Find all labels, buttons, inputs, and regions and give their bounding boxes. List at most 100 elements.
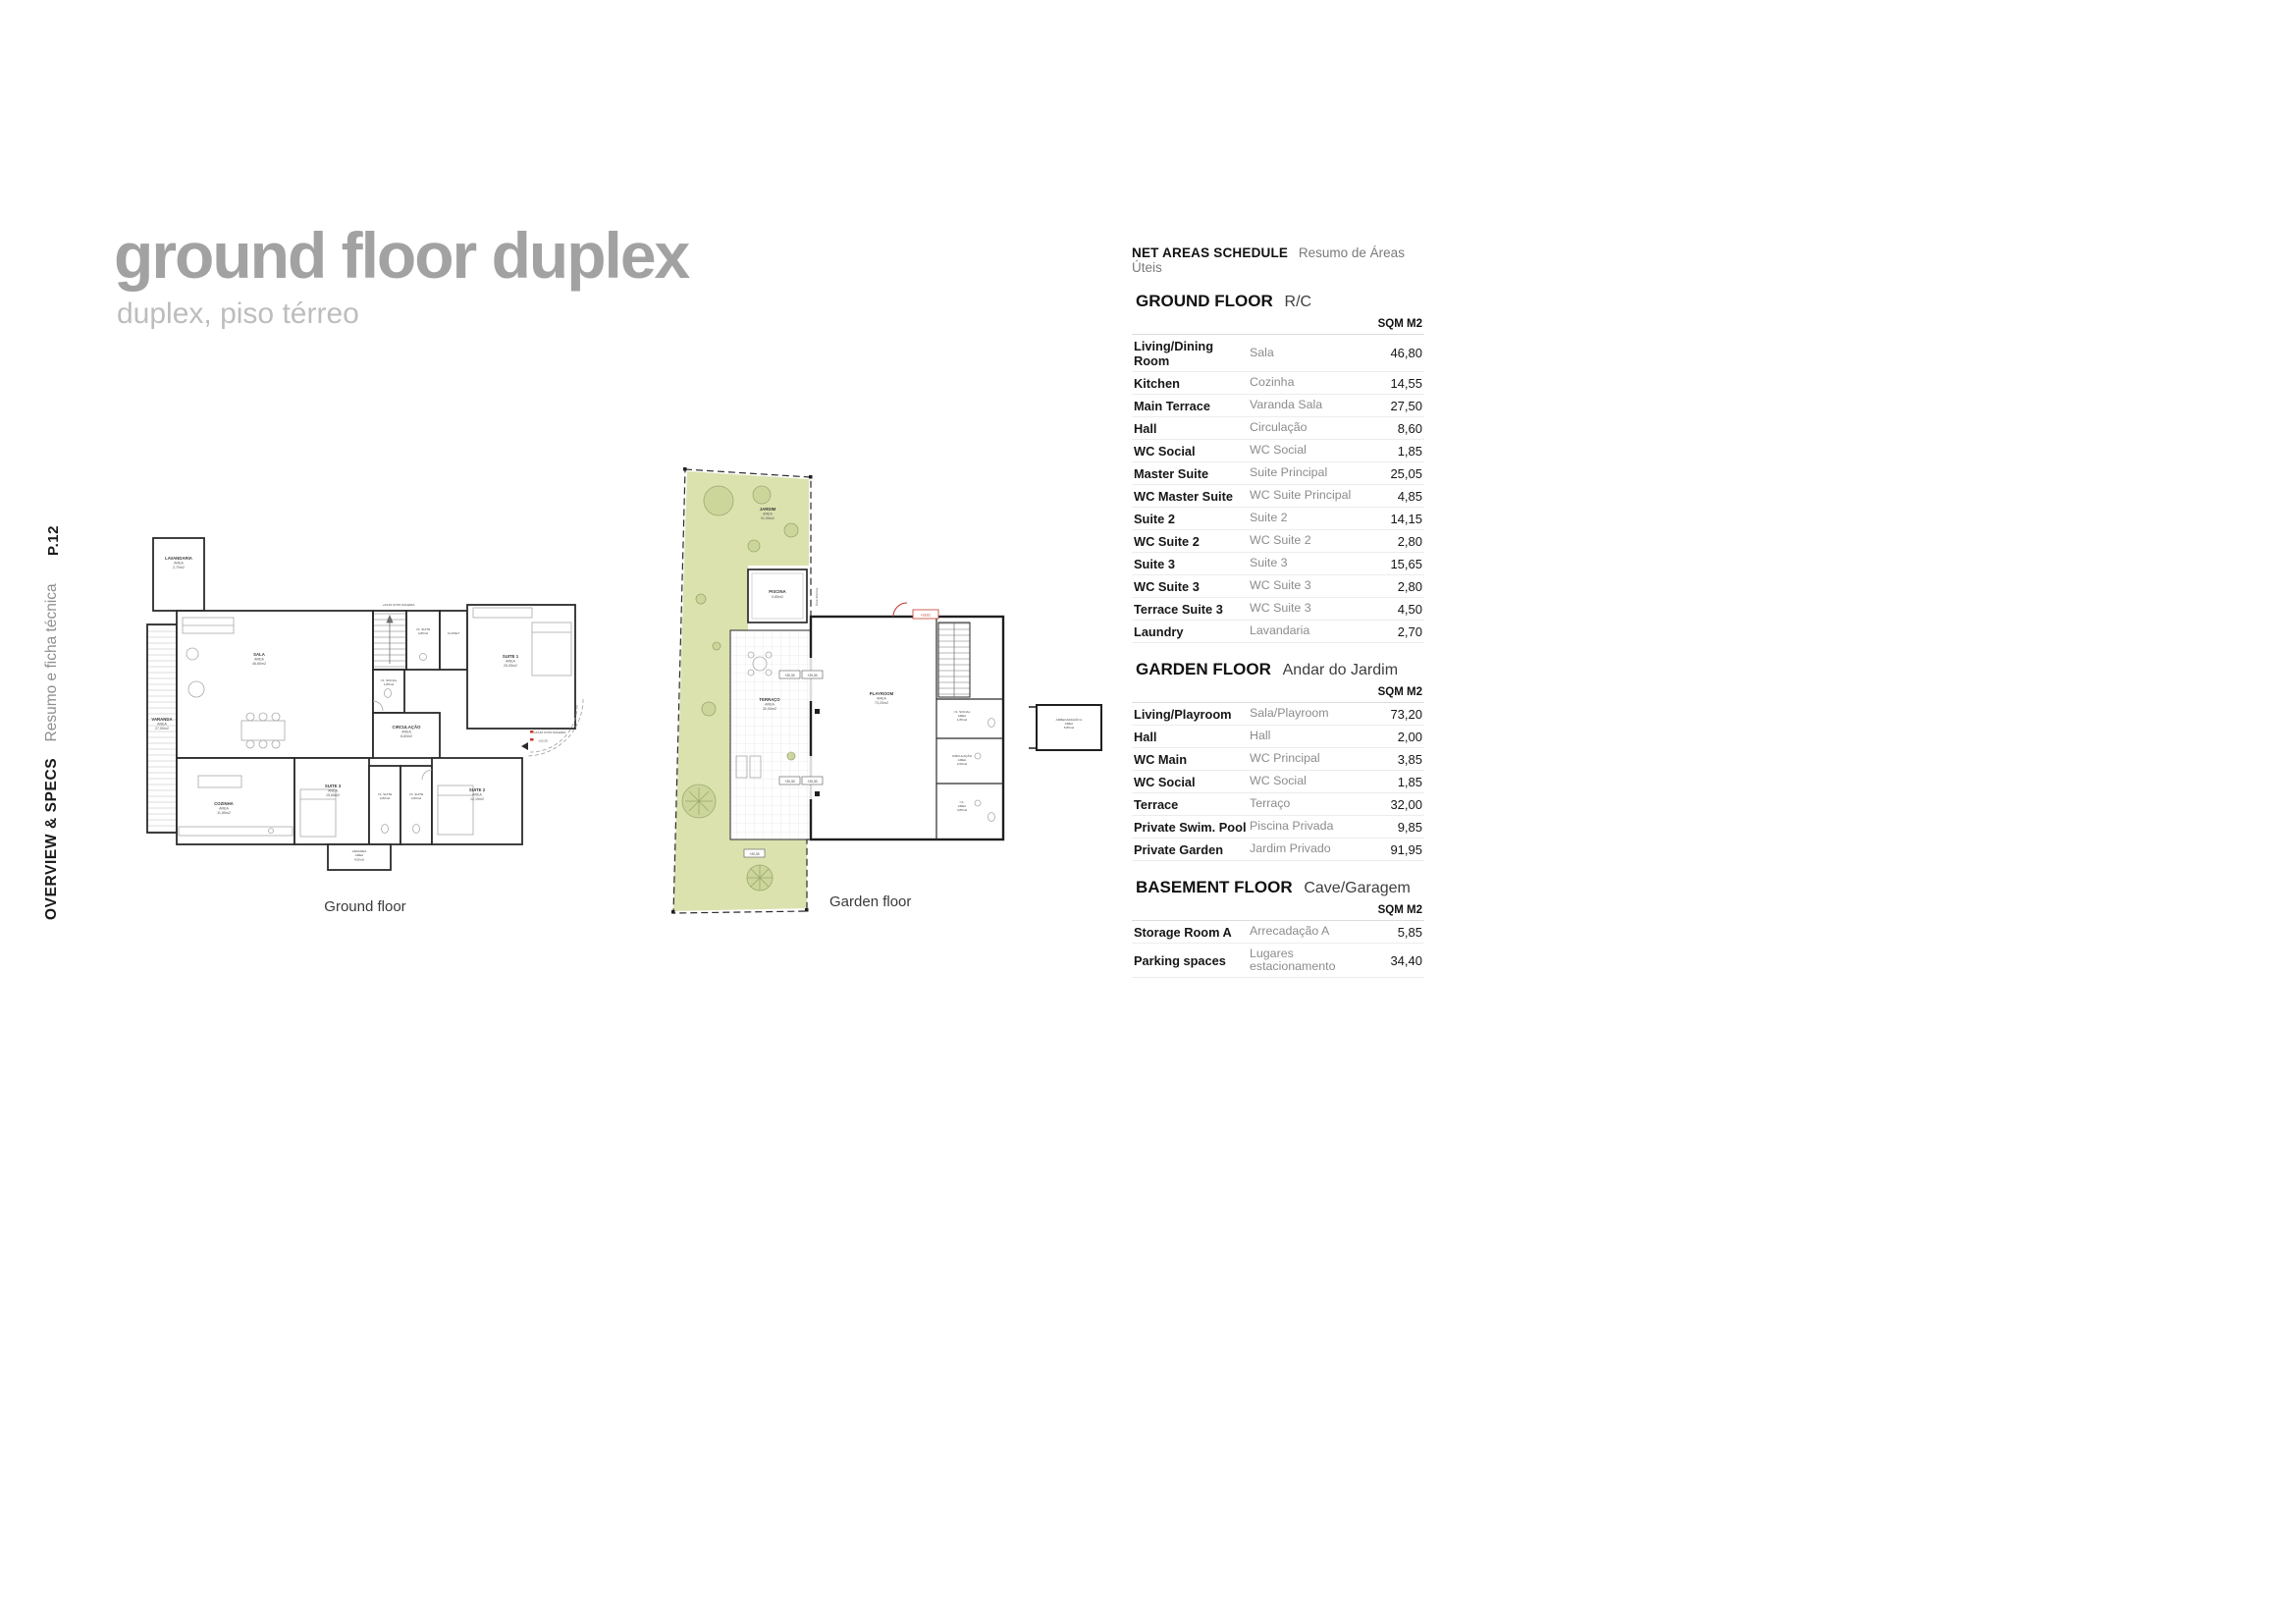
room-name-en: Living/Dining Room bbox=[1134, 338, 1214, 368]
section-title-en: GARDEN FLOOR bbox=[1136, 660, 1271, 678]
room-label-pool: PISCINA 9,85m2 bbox=[769, 589, 785, 599]
section-rail: OVERVIEW & SPECS Resumo e ficha técnica bbox=[43, 583, 61, 920]
room-area: 2,80m2 bbox=[411, 796, 422, 800]
section-title: GARDEN FLOOR Andar do Jardim bbox=[1136, 660, 1424, 679]
page-title: ground floor duplex bbox=[114, 219, 690, 292]
room-area: 1,85m2 bbox=[384, 682, 395, 686]
room-area: 9,85m2 bbox=[772, 595, 783, 599]
room-name-pt: Lugares estacionamento bbox=[1250, 946, 1336, 974]
room-name-pt: Hall bbox=[1250, 729, 1271, 743]
boundary-markers bbox=[671, 467, 813, 914]
room-name: LAVANDARIA bbox=[165, 556, 192, 561]
room-area-value: 73,20 bbox=[1390, 706, 1422, 722]
room-name: CIRCULAÇÃO bbox=[393, 725, 422, 730]
room-name-pt: Suite 2 bbox=[1250, 511, 1288, 525]
level-annotation: +20,30 bbox=[784, 674, 794, 677]
room-area: 2,00m2 bbox=[957, 762, 968, 766]
room-name-pt: WC Suite 2 bbox=[1250, 533, 1311, 548]
room-area: 5,85m2 bbox=[1064, 726, 1075, 730]
room-name: SUITE 3 bbox=[325, 784, 342, 788]
room-name: PLAYROOM bbox=[870, 691, 894, 696]
schedule-header: NET AREAS SCHEDULE Resumo de Áreas Úteis bbox=[1132, 245, 1424, 275]
entry-arcs bbox=[525, 698, 584, 757]
room-name-pt: Lavandaria bbox=[1250, 623, 1310, 638]
room-name-pt: Suite 3 bbox=[1250, 556, 1288, 570]
room-name-en: Terrace Suite 3 bbox=[1134, 601, 1223, 617]
section-title-pt: R/C bbox=[1284, 294, 1312, 310]
room-label-suite1: SUITE 1 AREA 25,05m2 bbox=[503, 654, 519, 668]
room-area-word: AREA bbox=[958, 758, 967, 762]
room-area-word: AREA bbox=[1065, 722, 1074, 726]
section-rail-label: OVERVIEW & SPECS bbox=[43, 757, 60, 920]
room-label-laundry: LAVANDARIA AREA 2,70m2 bbox=[165, 556, 192, 569]
ground-floor-caption: Ground floor bbox=[324, 898, 406, 915]
room-label-suite2: SUITE 2 AREA 14,15m2 bbox=[469, 787, 486, 801]
room-name: VARANDA bbox=[151, 717, 172, 722]
ground-furniture bbox=[178, 607, 572, 838]
room-area-value: 25,05 bbox=[1390, 465, 1422, 481]
level-tick bbox=[530, 731, 534, 733]
unit-header: SQM M2 bbox=[1132, 313, 1424, 335]
terrace-furniture bbox=[735, 651, 773, 779]
garden-floor-figure: +18,81 +20,30 +20,30 +20,30 +20,30 +20,3… bbox=[658, 461, 1114, 930]
room-area-value: 8,60 bbox=[1397, 420, 1422, 436]
room-name-en: Private Swim. Pool bbox=[1134, 819, 1247, 835]
room-name: I.S. SUITE bbox=[416, 627, 431, 631]
room-name-pt: Piscina Privada bbox=[1250, 819, 1334, 834]
room-label-terrace: TERRAÇO AREA 32,00m2 bbox=[759, 697, 780, 711]
room-label-terrace-main: VARANDA AREA 27,50m2 bbox=[151, 717, 172, 731]
room-name: ARRECADAÇÃO A bbox=[1056, 717, 1084, 722]
room-area-value: 15,65 bbox=[1390, 556, 1422, 571]
room-name-pt: WC Suite 3 bbox=[1250, 578, 1311, 593]
unit-header: SQM M2 bbox=[1132, 681, 1424, 703]
room-name-en: Main Terrace bbox=[1134, 398, 1210, 413]
room-name-en: Suite 2 bbox=[1134, 511, 1175, 526]
room-name-en: Living/Playroom bbox=[1134, 706, 1232, 722]
level-annotation: +23,54 COTA SOLEIRA bbox=[383, 603, 416, 607]
room-label-wc-suite1: I.S. SUITE 4,85m2 bbox=[416, 627, 431, 635]
room-area-word: AREA bbox=[174, 562, 184, 566]
room-name-en: Parking spaces bbox=[1134, 952, 1226, 968]
section-title-en: GROUND FLOOR bbox=[1136, 292, 1273, 310]
section-title-en: BASEMENT FLOOR bbox=[1136, 878, 1293, 896]
room-name-en: Suite 3 bbox=[1134, 556, 1175, 571]
room-label-wc-main: I.S. AREA 3,85m2 bbox=[957, 800, 968, 812]
page-subtitle: duplex, piso térreo bbox=[117, 298, 359, 331]
room-name-pt: Circulação bbox=[1250, 420, 1308, 435]
house-outline bbox=[809, 615, 1005, 841]
room-name-en: WC Master Suite bbox=[1134, 488, 1233, 504]
room-label-garden: JARDIM AREA 91,95m2 bbox=[760, 507, 776, 520]
room-name: COZINHA bbox=[214, 801, 234, 806]
room-area-value: 14,55 bbox=[1390, 375, 1422, 391]
net-areas-schedule: NET AREAS SCHEDULE Resumo de Áreas Úteis… bbox=[1132, 245, 1424, 979]
room-area-value: 1,85 bbox=[1397, 443, 1422, 459]
room-name-en: Master Suite bbox=[1134, 465, 1209, 481]
room-name-pt: Varanda Sala bbox=[1250, 398, 1323, 412]
room-area: 3,85m2 bbox=[957, 808, 968, 812]
room-name: I.S. SUITE bbox=[378, 792, 393, 796]
room-area-value: 1,85 bbox=[1397, 774, 1422, 789]
room-name-pt: WC Social bbox=[1250, 443, 1307, 458]
room-name-en: Hall bbox=[1134, 729, 1157, 744]
room-area: 25,05m2 bbox=[504, 664, 517, 668]
garden-floor-caption: Garden floor bbox=[829, 893, 912, 910]
room-area: 15,65m2 bbox=[326, 793, 340, 797]
room-area-value: 2,80 bbox=[1397, 578, 1422, 594]
room-label-wc-social: I.S. SOCIAL 1,85m2 bbox=[381, 678, 398, 686]
room-area-word: AREA bbox=[877, 697, 886, 701]
section-ground-floor: GROUND FLOOR R/C SQM M2 Living/Dining Ro… bbox=[1132, 292, 1424, 643]
room-area-word: AREA bbox=[401, 731, 411, 734]
room-name-pt: Terraço bbox=[1250, 796, 1291, 811]
room-name-pt: Suite Principal bbox=[1250, 465, 1328, 480]
room-name: CLOSET bbox=[448, 631, 459, 635]
columns bbox=[815, 709, 820, 796]
room-label-wc-suite3: I.S. SUITE 2,80m2 bbox=[378, 792, 393, 800]
room-area: 8,60m2 bbox=[400, 734, 412, 738]
